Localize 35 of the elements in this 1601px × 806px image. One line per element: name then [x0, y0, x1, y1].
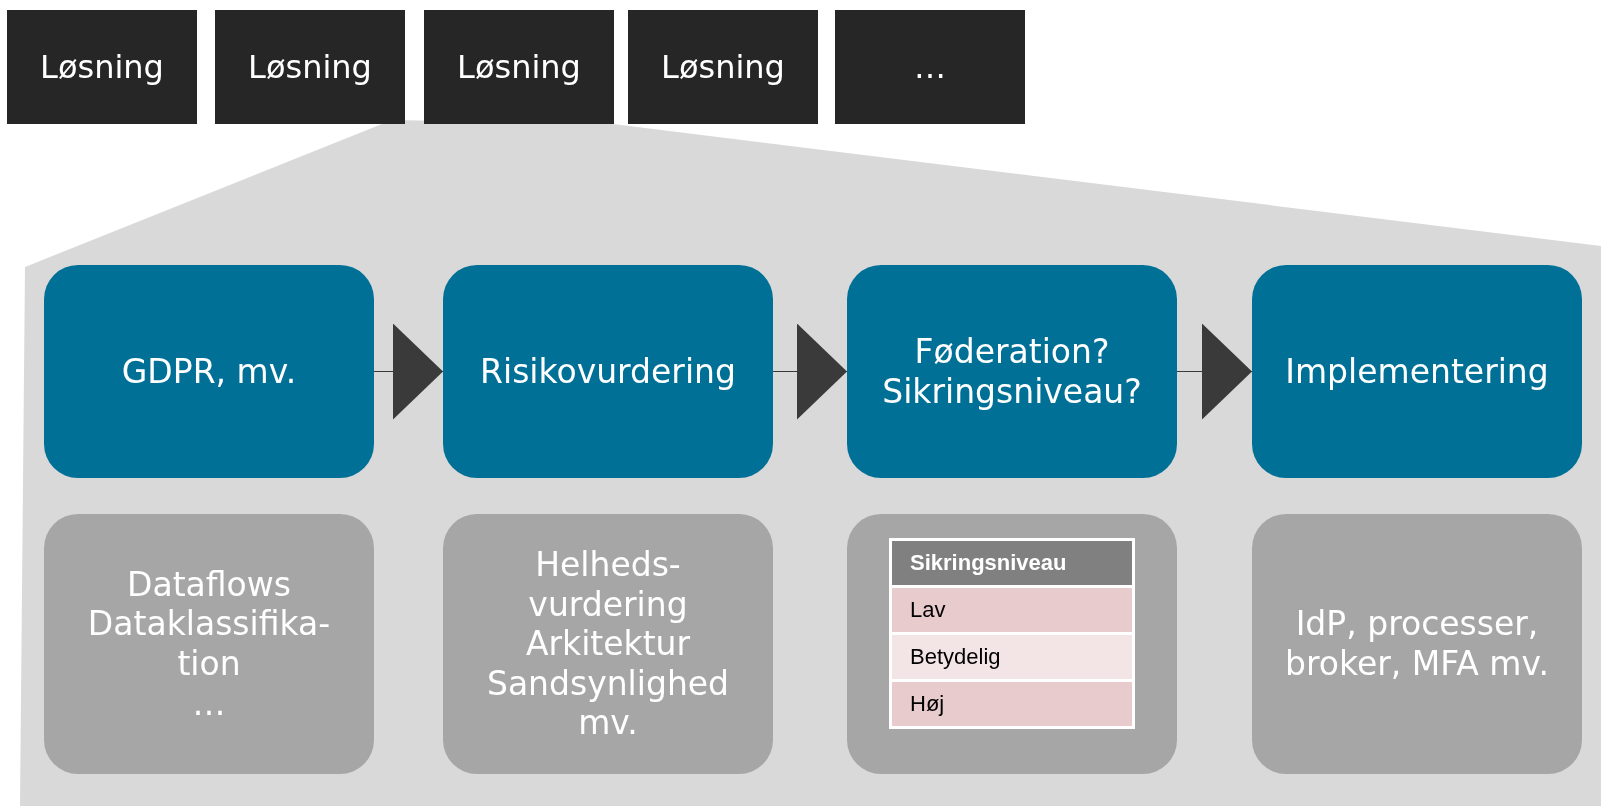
- solution-label: Løsning: [661, 47, 785, 87]
- table-cell: Betydelig: [890, 633, 1134, 681]
- solution-label: …: [914, 47, 946, 87]
- solution-box: [835, 10, 1025, 124]
- process-box: [443, 265, 773, 478]
- table-cell: Lav: [890, 586, 1134, 634]
- detail-text: Helheds- vurdering: [527, 545, 689, 625]
- step-title: Risikovurdering: [480, 351, 736, 392]
- detail-text: Dataflows: [127, 564, 291, 605]
- step-title: Føderation? Sikringsniveau?: [881, 331, 1143, 412]
- solution-box: [7, 10, 197, 124]
- solution-box: [215, 10, 405, 124]
- detail-box: [1252, 514, 1582, 774]
- process-box: [847, 265, 1177, 478]
- solution-box: [424, 10, 614, 124]
- process-box: [44, 265, 374, 478]
- detail-text: Arkitektur: [525, 624, 691, 664]
- step-title: Implementering: [1285, 351, 1549, 392]
- detail-text: IdP, processer, broker, MFA mv.: [1284, 604, 1550, 684]
- chevron-arrow: [373, 323, 444, 420]
- solution-box: [628, 10, 818, 124]
- solution-label: Løsning: [248, 47, 372, 87]
- detail-text: Sandsynlighed mv.: [485, 663, 731, 743]
- step-title: GDPR, mv.: [121, 351, 297, 392]
- solution-label: Løsning: [457, 47, 581, 87]
- chevron-arrow: [772, 323, 848, 420]
- detail-text: Dataklassifika- tion: [86, 604, 332, 684]
- detail-box: [44, 514, 374, 774]
- process-box: [1252, 265, 1582, 478]
- solution-label: Løsning: [40, 47, 164, 87]
- table-header: Sikringsniveau: [890, 539, 1134, 587]
- detail-box: [443, 514, 773, 774]
- table-cell: Høj: [890, 680, 1134, 728]
- chevron-arrow: [1176, 323, 1253, 420]
- detail-text: …: [192, 683, 226, 724]
